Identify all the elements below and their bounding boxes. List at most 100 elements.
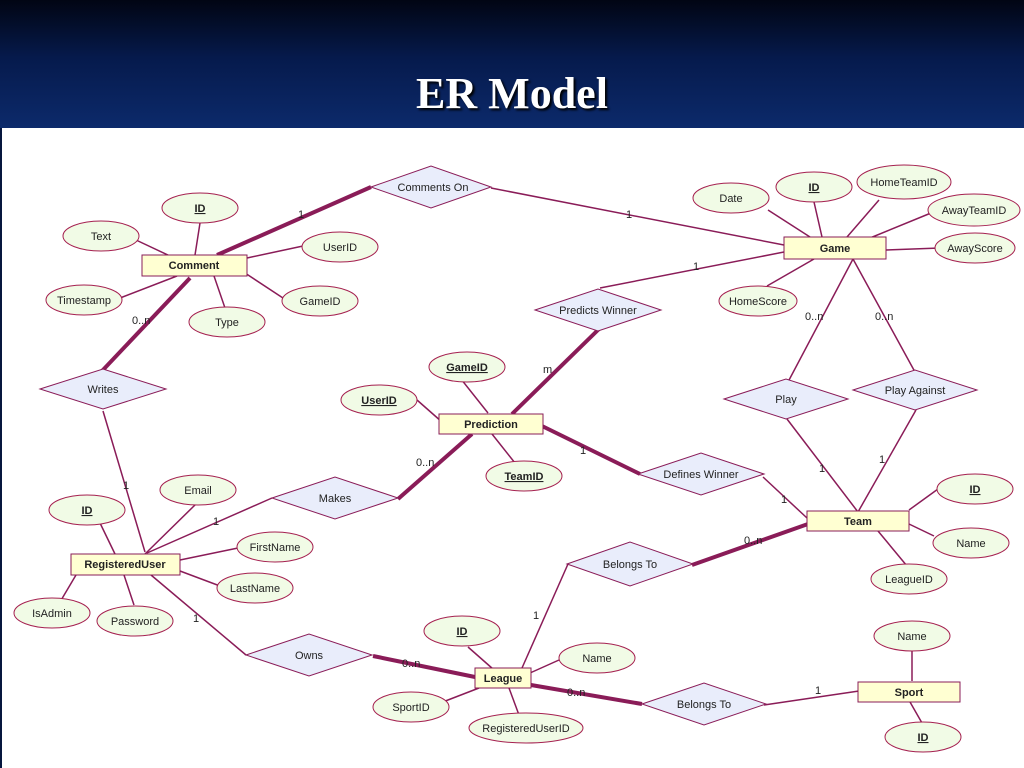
cardinality-label: m [543,364,552,376]
cardinality-label: 0..n [567,687,585,699]
svg-text:Timestamp: Timestamp [57,295,111,307]
line-defines-team [762,476,808,519]
attribute-team-id: ID [936,473,1014,505]
attribute-sport-id: ID [884,721,962,753]
relationship-belongs-to-team[interactable]: Belongs To [565,541,695,587]
cardinality-label: 1 [626,209,632,221]
relationship-makes[interactable]: Makes [270,476,400,520]
line-belongsto-team [691,522,809,567]
relationship-label: Belongs To [603,559,657,571]
line-user-id [99,522,116,555]
svg-text:Name: Name [956,538,985,550]
line-comment-gameid [244,272,287,301]
line-comment-userid [246,245,304,259]
entity-registered-user[interactable]: RegisteredUser [70,553,181,576]
svg-text:UserID: UserID [361,395,397,407]
svg-text:AwayTeamID: AwayTeamID [942,205,1007,217]
entity-label: Sport [895,687,924,699]
attribute-league-sportid: SportID [372,691,450,723]
line-user-lastname [179,570,221,587]
relationship-play-against[interactable]: Play Against [851,369,979,411]
entity-prediction[interactable]: Prediction [438,413,544,435]
cardinality-label: 1 [533,610,539,622]
line-team-name [908,523,935,537]
svg-text:Email: Email [184,485,212,497]
relationship-label: Play Against [885,385,946,397]
line-game-id [813,201,823,238]
relationship-label: Predicts Winner [559,305,637,317]
line-user-email [144,502,198,555]
line-belongsto-sport [763,690,860,706]
svg-text:AwayScore: AwayScore [947,243,1002,255]
line-user-owns [150,574,247,656]
relationship-writes[interactable]: Writes [38,368,168,410]
svg-text:ID: ID [918,732,929,744]
line-comment-commentson [216,185,372,257]
line-user-firstname [179,547,239,561]
cardinality-label: 0..n [875,311,893,323]
attribute-game-id: ID [775,171,853,203]
svg-text:ID: ID [82,505,93,517]
line-user-password [123,574,135,606]
attribute-user-email: Email [159,474,237,506]
entity-label: Team [844,516,872,528]
attribute-game-awayscore: AwayScore [934,232,1016,264]
cardinality-label: 1 [819,463,825,475]
line-league-belongsto-sport [530,683,643,706]
svg-text:HomeScore: HomeScore [729,296,787,308]
relationship-comments-on[interactable]: Comments On [369,165,493,209]
entity-comment[interactable]: Comment [141,254,248,277]
entity-label: Comment [169,260,220,272]
relationship-predicts-winner[interactable]: Predicts Winner [533,288,663,332]
entity-game[interactable]: Game [783,236,887,260]
relationship-owns[interactable]: Owns [244,633,374,677]
attribute-comment-gameid: GameID [281,285,359,317]
attribute-league-id: ID [423,615,501,647]
attribute-game-homescore: HomeScore [718,285,798,317]
line-comment-id [194,222,201,256]
cardinality-label: 0..n [416,457,434,469]
cardinality-label: 0..n [402,658,420,670]
entity-label: RegisteredUser [84,559,166,571]
attribute-game-hometeamid: HomeTeamID [856,164,952,200]
connectors [59,187,941,724]
svg-text:ID: ID [457,626,468,638]
line-user-makes [146,497,273,554]
line-game-awayteamid [869,212,932,239]
relationship-label: Play [775,394,797,406]
line-league-id [467,646,494,670]
attribute-user-id: ID [48,494,126,526]
attribute-prediction-gameid: GameID [428,351,506,383]
entity-sport[interactable]: Sport [857,681,961,703]
svg-text:LastName: LastName [230,583,280,595]
attribute-user-firstname: FirstName [236,531,314,563]
entity-label: Game [820,243,851,255]
line-comment-timestamp [119,275,178,299]
svg-text:ID: ID [970,484,981,496]
line-game-awayscore [885,247,941,251]
relationship-play[interactable]: Play [722,378,850,420]
entity-league[interactable]: League [474,667,532,689]
entity-label: Prediction [464,419,518,431]
line-comment-writes [100,276,192,373]
attribute-team-name: Name [932,527,1010,559]
relationship-defines-winner[interactable]: Defines Winner [636,452,766,496]
attribute-user-password: Password [96,605,174,637]
attribute-prediction-userid: UserID [340,384,418,416]
entity-team[interactable]: Team [806,510,910,532]
relationship-label: Belongs To [677,699,731,711]
line-game-play [787,258,854,383]
cardinality-label: 1 [781,494,787,506]
svg-text:ID: ID [809,182,820,194]
cardinality-label: 0..n [132,315,150,327]
cardinality-label: 0..n [744,535,762,547]
attribute-comment-text: Text [62,220,140,252]
line-user-isadmin [59,574,77,603]
relationship-belongs-to-sport[interactable]: Belongs To [640,682,768,726]
svg-text:Name: Name [897,631,926,643]
line-game-hometeamid [846,199,880,238]
attribute-user-isadmin: IsAdmin [13,597,91,629]
svg-text:LeagueID: LeagueID [885,574,933,586]
line-team-leagueid [877,530,908,567]
entity-label: League [484,673,523,685]
